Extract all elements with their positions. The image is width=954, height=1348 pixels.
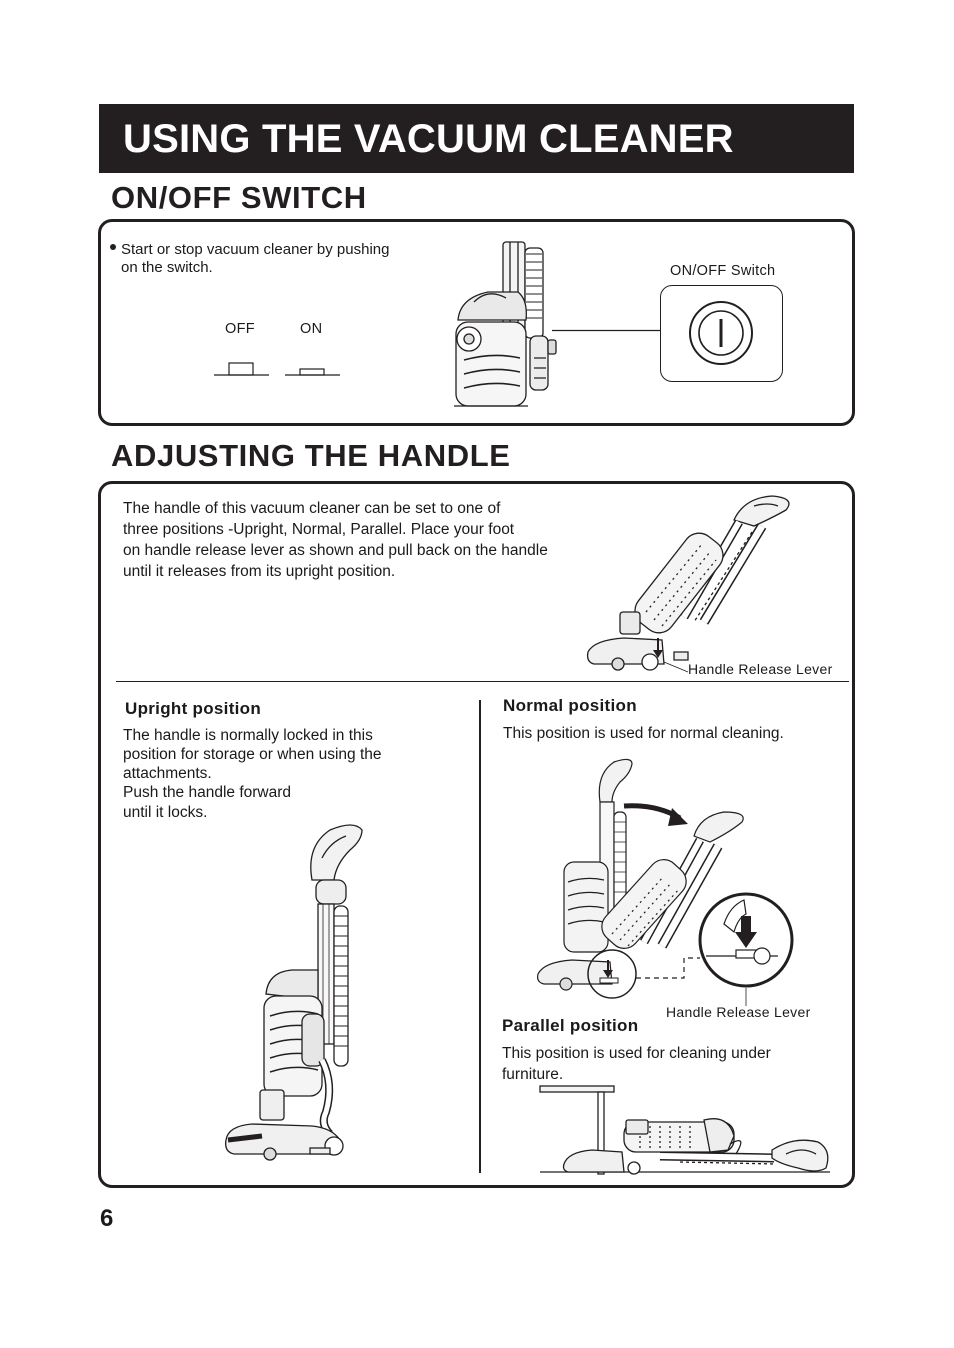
parallel-line-2: furniture. [502,1066,564,1083]
upright-vacuum-illustration [225,824,363,1161]
upright-line-1: The handle is normally locked in this [123,727,373,744]
on-off-instruction-line2: on the switch. [121,259,213,276]
bullet-dot [110,244,116,250]
on-off-instruction-line1: Start or stop vacuum cleaner by pushing [121,241,390,258]
off-label: OFF [225,321,255,337]
power-icon [689,301,753,365]
on-label: ON [300,321,323,337]
intro-line-1: The handle of this vacuum cleaner can be… [123,500,501,517]
vacuum-top-illustration [454,241,557,407]
upright-line-3: attachments. [123,765,212,782]
normal-release-lever-label: Handle Release Lever [666,1004,811,1020]
upright-line-4: Push the handle forward [123,784,292,801]
press-arrow-icon [741,916,751,934]
upright-title: Upright position [125,699,262,718]
parallel-title: Parallel position [502,1016,639,1035]
intro-line-4: until it releases from its upright posit… [123,563,396,580]
switch-zoom-box [660,285,783,382]
reclined-vacuum-illustration [586,495,790,673]
normal-title: Normal position [503,696,637,715]
parallel-line-1: This position is used for cleaning under [502,1045,771,1062]
column-divider [479,700,481,1173]
switch-position-diagram [214,362,340,376]
upright-line-2: position for storage or when using the [123,746,382,763]
down-arrow-icon [653,638,663,658]
section-divider [116,681,849,682]
parallel-vacuum-illustration [539,1085,830,1175]
intro-line-2: three positions -Upright, Normal, Parall… [123,521,515,538]
upright-line-5: until it locks. [123,804,208,821]
on-off-box [98,219,855,426]
switch-callout-line [552,329,660,332]
normal-text: This position is used for normal cleanin… [503,725,784,742]
adjusting-box [98,481,855,1188]
intro-line-3: on handle release lever as shown and pul… [123,542,548,559]
page-title: USING THE VACUUM CLEANER [123,117,734,161]
lever-zoom-small [587,949,637,999]
switch-callout-label: ON/OFF Switch [670,263,776,279]
on-off-heading: ON/OFF SWITCH [111,180,367,215]
switch-off-icon [214,362,269,376]
adjusting-heading: ADJUSTING THE HANDLE [111,438,511,473]
release-lever-label: Handle Release Lever [688,661,833,677]
normal-vacuum-illustration [537,758,794,1006]
switch-on-icon [285,368,340,376]
page-number: 6 [100,1205,114,1232]
title-bar: USING THE VACUUM CLEANER [99,104,854,173]
